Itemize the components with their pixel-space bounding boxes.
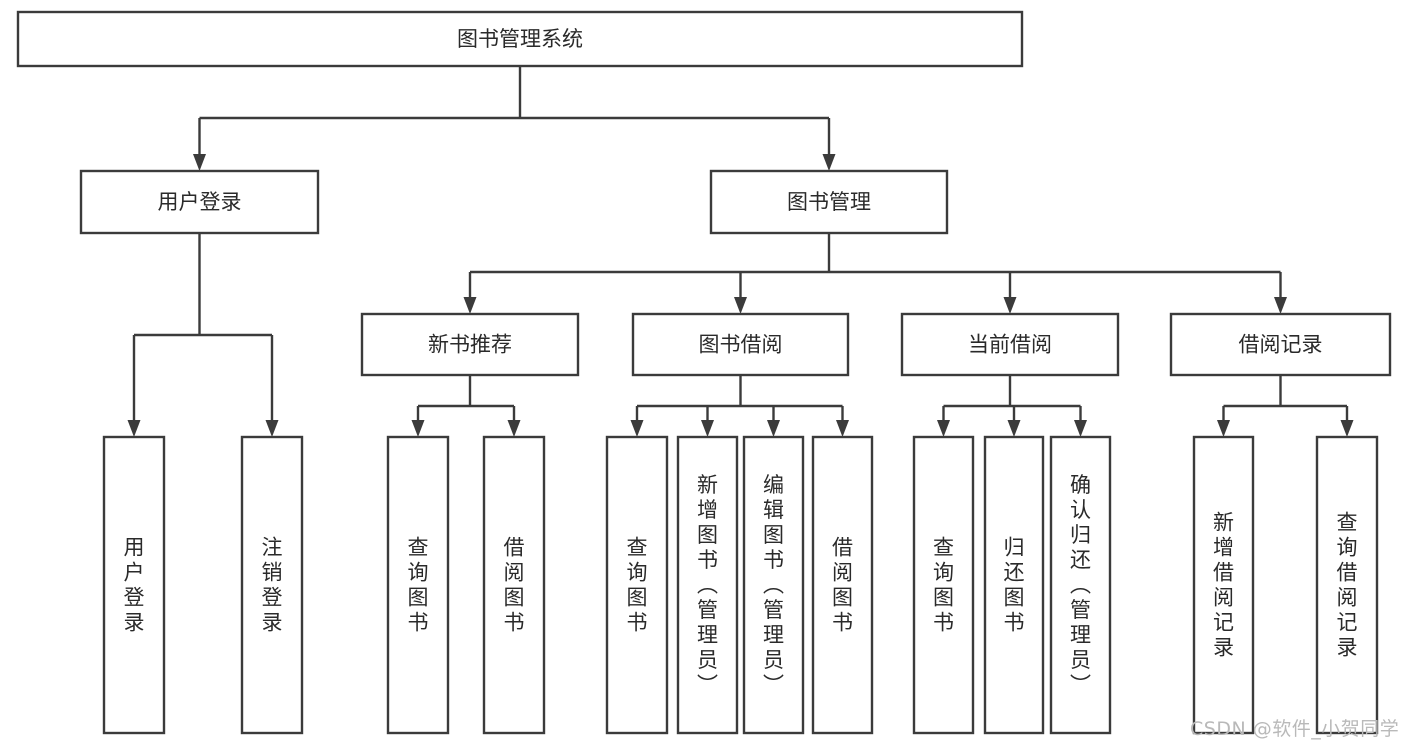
node-add-borrow-record[interactable]: 新增借阅记录: [1192, 435, 1255, 735]
node-borrow-record[interactable]: 借阅记录: [1169, 312, 1392, 377]
node-label-book-management: 图书管理: [787, 190, 871, 214]
node-box-add-book-admin[interactable]: [676, 435, 739, 735]
node-label-borrow-book-1: 借阅图书: [504, 536, 525, 635]
node-label-borrow-record: 借阅记录: [1239, 333, 1323, 357]
node-box-root[interactable]: [16, 10, 1024, 68]
node-new-book-recommend[interactable]: 新书推荐: [360, 312, 580, 377]
node-box-new-book-recommend[interactable]: [360, 312, 580, 377]
node-label-query-book-3: 查询图书: [933, 536, 954, 635]
node-query-book-3[interactable]: 查询图书: [912, 435, 975, 735]
node-label-add-borrow-record: 新增借阅记录: [1213, 511, 1234, 660]
node-label-edit-book-admin: 编辑图书︵管理员︶: [763, 473, 784, 697]
node-label-query-book-1: 查询图书: [408, 536, 429, 635]
node-box-query-book-3[interactable]: [912, 435, 975, 735]
node-label-add-book-admin: 新增图书︵管理员︶: [697, 473, 718, 697]
node-root[interactable]: 图书管理系统: [16, 10, 1024, 68]
node-current-borrow[interactable]: 当前借阅: [900, 312, 1120, 377]
node-label-query-borrow-record: 查询借阅记录: [1337, 511, 1358, 660]
node-query-book-2[interactable]: 查询图书: [605, 435, 669, 735]
arrow-head-icon-confirm-return-admin: [1074, 420, 1087, 437]
node-label-borrow-book-2: 借阅图书: [832, 536, 853, 635]
arrow-head-icon-query-book-1: [411, 420, 425, 437]
node-label-new-book-recommend: 新书推荐: [428, 333, 512, 357]
arrow-head-icon-book-management: [822, 154, 836, 171]
node-box-book-borrow[interactable]: [631, 312, 850, 377]
node-label-return-book: 归还图书: [1004, 536, 1025, 635]
node-user-login[interactable]: 用户登录: [79, 169, 320, 235]
node-box-login[interactable]: [102, 435, 166, 735]
node-box-edit-book-admin[interactable]: [742, 435, 805, 735]
node-box-user-login[interactable]: [79, 169, 320, 235]
arrow-head-icon-new-book-recommend: [463, 297, 477, 314]
node-label-user-login: 用户登录: [158, 190, 242, 214]
node-borrow-book-2[interactable]: 借阅图书: [811, 435, 874, 735]
node-logout[interactable]: 注销登录: [240, 435, 304, 735]
node-box-add-borrow-record[interactable]: [1192, 435, 1255, 735]
node-query-borrow-record[interactable]: 查询借阅记录: [1315, 435, 1379, 735]
node-borrow-book-1[interactable]: 借阅图书: [482, 435, 546, 735]
arrow-head-icon-add-borrow-record: [1217, 420, 1230, 437]
node-box-book-management[interactable]: [709, 169, 949, 235]
node-box-confirm-return-admin[interactable]: [1049, 435, 1112, 735]
node-confirm-return-admin[interactable]: 确认归还︵管理员︶: [1049, 435, 1112, 735]
node-add-book-admin[interactable]: 新增图书︵管理员︶: [676, 435, 739, 735]
node-box-logout[interactable]: [240, 435, 304, 735]
arrow-head-icon-borrow-record: [1274, 297, 1287, 314]
node-label-login: 用户登录: [124, 536, 145, 635]
node-login[interactable]: 用户登录: [102, 435, 166, 735]
arrow-head-icon-user-login: [193, 154, 206, 171]
node-box-borrow-book-1[interactable]: [482, 435, 546, 735]
arrow-head-icon-add-book-admin: [701, 420, 714, 437]
arrow-head-icon-borrow-book-2: [836, 420, 849, 437]
arrow-head-icon-query-book-2: [630, 420, 644, 437]
node-box-query-book-2[interactable]: [605, 435, 669, 735]
node-box-query-borrow-record[interactable]: [1315, 435, 1379, 735]
node-book-management[interactable]: 图书管理: [709, 169, 949, 235]
arrow-head-icon-logout: [265, 420, 279, 437]
node-label-current-borrow: 当前借阅: [968, 333, 1052, 357]
nodes-layer: 图书管理系统用户登录图书管理新书推荐图书借阅当前借阅借阅记录用户登录注销登录查询…: [16, 10, 1392, 735]
node-box-current-borrow[interactable]: [900, 312, 1120, 377]
arrow-head-icon-login: [127, 420, 141, 437]
node-box-borrow-record[interactable]: [1169, 312, 1392, 377]
node-label-root: 图书管理系统: [457, 27, 583, 51]
node-label-confirm-return-admin: 确认归还︵管理员︶: [1070, 473, 1091, 697]
arrow-head-icon-current-borrow: [1003, 297, 1017, 314]
node-return-book[interactable]: 归还图书: [983, 435, 1045, 735]
node-box-query-book-1[interactable]: [386, 435, 450, 735]
arrow-head-icon-query-book-3: [937, 420, 950, 437]
node-box-return-book[interactable]: [983, 435, 1045, 735]
node-label-book-borrow: 图书借阅: [699, 333, 783, 357]
arrow-head-icon-edit-book-admin: [767, 420, 780, 437]
node-query-book-1[interactable]: 查询图书: [386, 435, 450, 735]
arrow-head-icon-query-borrow-record: [1340, 420, 1354, 437]
arrow-head-icon-borrow-book-1: [507, 420, 521, 437]
node-box-borrow-book-2[interactable]: [811, 435, 874, 735]
node-edit-book-admin[interactable]: 编辑图书︵管理员︶: [742, 435, 805, 735]
arrow-head-icon-return-book: [1007, 420, 1021, 437]
node-book-borrow[interactable]: 图书借阅: [631, 312, 850, 377]
arrow-head-icon-book-borrow: [734, 297, 747, 314]
node-label-logout: 注销登录: [262, 536, 283, 635]
connectors-layer: [127, 66, 1354, 437]
node-label-query-book-2: 查询图书: [627, 536, 648, 635]
